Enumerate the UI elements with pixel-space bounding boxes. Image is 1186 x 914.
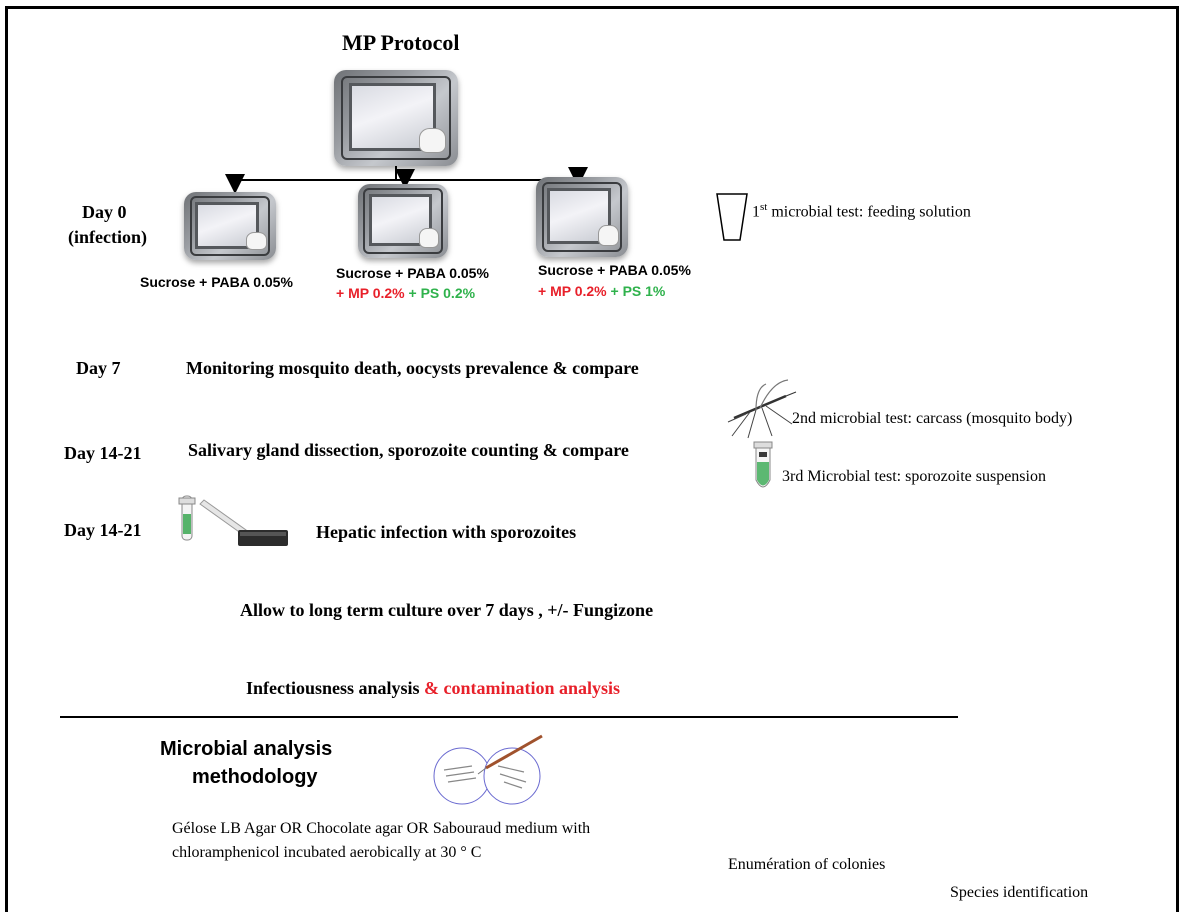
- group2-mp: + MP 0.2%: [336, 285, 405, 301]
- diagram-title: MP Protocol: [342, 30, 460, 55]
- media-line2: chloramphenicol incubated aerobically at…: [172, 844, 482, 861]
- group3-label: Sucrose + PABA 0.05%: [538, 262, 691, 278]
- test3-text: 3rd Microbial test: sporozoite suspensio…: [782, 468, 1046, 485]
- culture-text: Allow to long term culture over 7 days ,…: [240, 600, 654, 620]
- step-day7-text: Monitoring mosquito death, oocysts preva…: [186, 358, 639, 378]
- step-day7-label: Day 7: [76, 358, 121, 378]
- group3-ps: + PS 1%: [610, 283, 666, 299]
- step-day14b-text: Hepatic infection with sporozoites: [316, 522, 577, 542]
- day0-sublabel: (infection): [68, 227, 147, 247]
- group3-cage-image: [536, 177, 628, 257]
- analysis-text: Infectiousness analysis & contamination …: [246, 678, 620, 699]
- group2-additives: + MP 0.2% + PS 0.2%: [336, 285, 475, 301]
- pipette-plate-icon: [178, 495, 288, 546]
- step-day14b-label: Day 14-21: [64, 520, 142, 540]
- day0-label: Day 0: [82, 202, 127, 222]
- methodology-heading-line2: methodology: [192, 766, 318, 788]
- enumeration-text: Enumération of colonies: [728, 856, 886, 873]
- group2-cage-image: [358, 184, 448, 258]
- media-line1: Gélose LB Agar OR Chocolate agar OR Sabo…: [172, 820, 591, 837]
- methodology-heading-line1: Microbial analysis: [160, 738, 333, 760]
- group1-cage-image: [184, 192, 276, 260]
- contamination-analysis: & contamination analysis: [424, 678, 621, 698]
- infectiousness-analysis: Infectiousness analysis: [246, 678, 425, 698]
- step-day14-text: Salivary gland dissection, sporozoite co…: [188, 440, 629, 460]
- petri-dish-icon: [433, 734, 543, 805]
- section-divider: [60, 716, 958, 718]
- group1-label: Sucrose + PABA 0.05%: [140, 274, 293, 290]
- test1-text: 1st microbial test: feeding solution: [752, 201, 971, 221]
- main-cage-image: [334, 70, 458, 166]
- feeding-cup-icon: [716, 193, 748, 241]
- tube-icon: [753, 441, 773, 488]
- group3-mp: + MP 0.2%: [538, 283, 607, 299]
- mosquito-icon: [727, 379, 797, 439]
- group2-label: Sucrose + PABA 0.05%: [336, 265, 489, 281]
- group2-ps: + PS 0.2%: [408, 285, 476, 301]
- diagram-frame: [5, 6, 1179, 912]
- step-day14-label: Day 14-21: [64, 443, 142, 463]
- test2-text: 2nd microbial test: carcass (mosquito bo…: [792, 410, 1073, 427]
- species-identification-text: Species identification: [950, 884, 1089, 901]
- group3-additives: + MP 0.2% + PS 1%: [538, 283, 665, 299]
